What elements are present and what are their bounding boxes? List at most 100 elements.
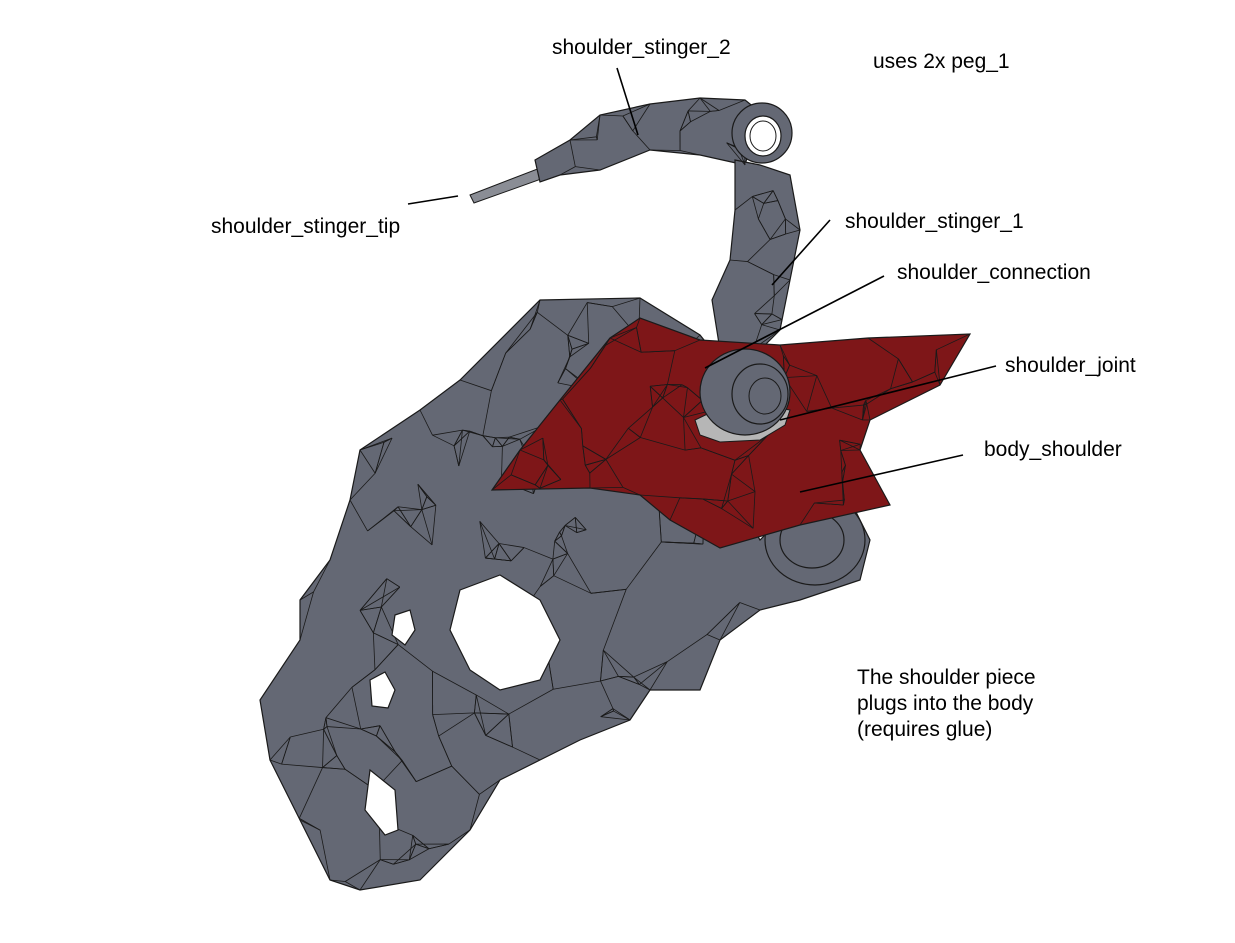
body-mesh-edge (380, 859, 394, 865)
body-shoulder-mesh-edge (839, 439, 861, 445)
body-shoulder-mesh-edge (662, 384, 668, 399)
body-mesh-edge (417, 484, 437, 506)
body-shoulder-mesh-edge (840, 443, 861, 451)
body-shoulder-mesh-edge (669, 497, 681, 521)
body-shoulder-mesh-edge (636, 317, 641, 328)
body-shoulder-mesh-edge (934, 371, 941, 386)
stinger-mesh-edge (596, 136, 598, 140)
label-shoulder-joint: shoulder_joint (1005, 354, 1136, 377)
body-mesh-edge (453, 445, 460, 467)
body-mesh-edge (539, 575, 554, 587)
body-mesh-edge (349, 499, 368, 532)
stinger-mesh-edge (729, 259, 748, 262)
stinger-mesh-edge (773, 279, 791, 296)
body-mesh-edge (476, 694, 510, 715)
body-mesh-edge (360, 728, 377, 737)
body-shoulder-mesh-edge (783, 355, 790, 366)
body-mesh-edge (453, 429, 463, 446)
body-mesh-edge (409, 844, 417, 860)
stinger-mesh-edge (785, 229, 801, 235)
assembly-note-line-3: (requires glue) (857, 718, 993, 741)
body-shoulder-mesh-edge (752, 491, 756, 529)
body-mesh-edge (313, 559, 331, 593)
body-mesh-edge (428, 843, 449, 850)
body-shoulder-mesh-edge (510, 474, 536, 486)
body-mesh-edge (432, 429, 463, 436)
shoulder-joint-part (694, 348, 791, 443)
body-mesh-edge (409, 848, 430, 861)
label-pegs-note: uses 2x peg_1 (873, 50, 1010, 73)
body-shoulder-mesh-edge (640, 437, 686, 451)
body-shoulder-mesh-edge (636, 327, 642, 353)
body-shoulder-mesh-edge (890, 358, 899, 389)
body-shoulder-mesh-edge (816, 375, 833, 409)
body-shoulder-mesh-edge (841, 472, 845, 501)
stinger-mesh-edge (622, 103, 651, 117)
leader-shoulder-connection (704, 275, 885, 369)
body-mesh-edge (574, 517, 587, 530)
body-shoulder-mesh-edge (839, 440, 842, 451)
body-mesh-edge (475, 694, 487, 736)
body-shoulder-mesh-edge (649, 386, 653, 408)
assembly-note-line-2: plugs into the body (857, 692, 1034, 715)
stinger-mesh-edge (726, 142, 746, 166)
body-mesh-edge (459, 379, 492, 392)
body-mesh-edge (633, 661, 668, 678)
stinger-mesh-edge (734, 196, 753, 211)
stinger-mesh-edge (761, 319, 783, 326)
body-shoulder-mesh-edge (519, 449, 544, 461)
body-mesh-edge (485, 735, 513, 748)
stinger-mesh-edge (699, 97, 720, 111)
body-mesh-edge (479, 779, 501, 795)
body-shoulder-mesh-edge (831, 407, 863, 421)
body-mesh-edge (416, 765, 452, 782)
body-mesh-edge (417, 484, 423, 510)
body-shoulder-mesh-edge (866, 403, 871, 421)
stinger-mesh-edge (622, 115, 634, 132)
body-shoulder-mesh-edge (650, 384, 668, 387)
body-shoulder-mesh-edge (731, 455, 749, 475)
body-shoulder-mesh-edge (662, 397, 684, 418)
body-mesh-edge (359, 586, 400, 611)
body-shoulder-mesh-edge (700, 447, 736, 461)
body-shoulder-mesh-edge (814, 502, 844, 506)
body-mesh-edge (474, 694, 477, 713)
body-mesh-edge (564, 517, 576, 526)
body-mesh-edge (383, 437, 393, 443)
body-shoulder-mesh-edge (559, 398, 563, 401)
body-mesh-edge (408, 835, 414, 860)
stinger-mesh-edge (773, 274, 775, 296)
body-mesh-edge (498, 543, 525, 548)
body-mesh-edge (415, 843, 430, 850)
body-mesh-edge (498, 543, 512, 562)
stinger-mesh-edge (687, 97, 701, 112)
body-mesh-edge (299, 591, 314, 601)
body-mesh-edge (410, 526, 433, 546)
body-shoulder-mesh-edge (721, 500, 729, 509)
body-shoulder-mesh-edge (912, 371, 935, 383)
stinger-mesh-edge (599, 114, 623, 117)
leader-shoulder-stinger-2 (616, 67, 639, 136)
stinger-mesh-edge (771, 313, 783, 320)
stinger-mesh-edge (569, 136, 597, 141)
stinger-mesh-edge (690, 110, 711, 123)
body-mesh-edge (322, 729, 325, 768)
body-mesh-edge (706, 602, 741, 635)
body-shoulder-mesh-edge (584, 464, 591, 474)
body-mesh-edge (438, 712, 475, 737)
body-mesh-edge (554, 540, 568, 554)
body-shoulder-mesh-edge (679, 497, 703, 500)
body-shoulder-mesh-edge (652, 397, 663, 408)
body-part (259, 297, 871, 891)
body-shoulder-mesh-edge (748, 455, 756, 492)
body-shoulder-mesh-edge (581, 428, 584, 446)
label-shoulder-connection: shoulder_connection (897, 261, 1091, 284)
leader-lines (407, 67, 997, 493)
body-shoulder-mesh-edge (628, 406, 653, 429)
body-mesh-edge (323, 726, 328, 730)
body-mesh-edge (474, 712, 509, 715)
stinger-mesh-edge (632, 130, 651, 151)
body-mesh-edge (451, 765, 480, 795)
body-mesh-edge (351, 669, 376, 688)
